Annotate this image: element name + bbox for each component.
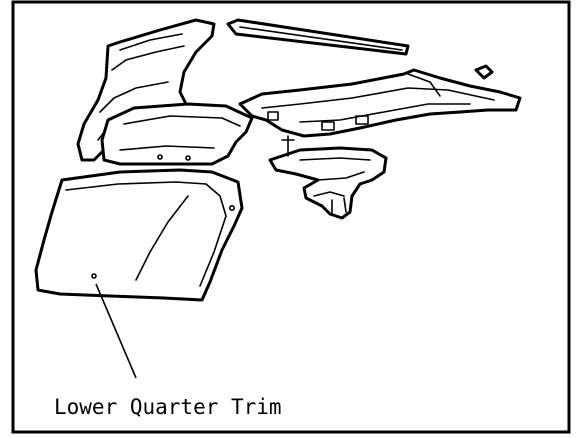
seat-belt-bracket-assembly — [268, 135, 388, 220]
figure-border — [11, 0, 571, 434]
callout-leader-line — [95, 283, 137, 379]
roof-rail-trim-strip — [226, 18, 410, 56]
lower-quarter-trim-panel — [34, 168, 244, 302]
middle-quarter-trim-panel — [100, 102, 254, 166]
part-callout-label: Lower Quarter Trim — [54, 395, 282, 419]
rear-package-shelf-trim — [238, 64, 522, 138]
